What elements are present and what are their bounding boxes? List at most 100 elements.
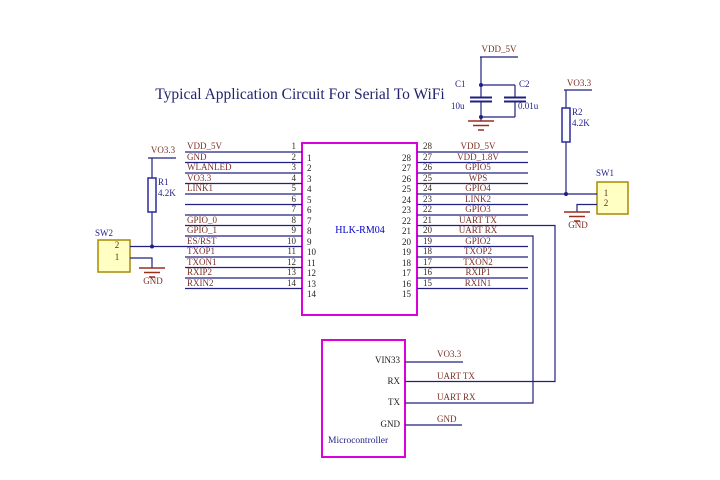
- pin-net-label: GPIO_0: [187, 214, 218, 225]
- pin-net-label: TXOP1: [187, 246, 216, 256]
- switch-sw2-box: [97, 239, 131, 273]
- junction-dots: [150, 83, 568, 249]
- module-pin-number: 11: [307, 257, 316, 268]
- micro-net-uart-rx: UART RX: [437, 392, 476, 402]
- module-pin-number: 5: [307, 194, 312, 205]
- sw2-ground-symbol: [139, 267, 165, 278]
- capacitor-c2-symbol: [504, 96, 526, 103]
- capacitor-c1-symbol: [470, 96, 492, 103]
- pin-number: 15: [423, 277, 432, 288]
- capacitor-c1-value: 10u: [451, 101, 465, 111]
- pin-net-label: RXIP1: [465, 267, 491, 277]
- left-pin-wires: [185, 151, 302, 290]
- pin-number: 23: [423, 193, 432, 204]
- module-pin-number: 12: [307, 268, 316, 278]
- pin-number: 2: [291, 151, 297, 162]
- schematic-title: Typical Application Circuit For Serial T…: [155, 86, 445, 103]
- sw1-pin-1: 1: [603, 187, 609, 198]
- pin-number: 13: [287, 267, 296, 277]
- pin-net-label: TXON1: [187, 256, 217, 267]
- pin-net-label: UART RX: [458, 225, 498, 235]
- pin-number: 28: [423, 141, 432, 151]
- sw2-pin-1: 1: [114, 251, 120, 262]
- pin-net-label: VDD_5V: [460, 141, 496, 151]
- module-pin-number: 27: [402, 163, 411, 173]
- uart-rx-net-wire: [405, 235, 534, 404]
- module-pin-number: 24: [402, 194, 411, 205]
- uart-tx-net-wire: [405, 224, 556, 383]
- module-pin-number: 18: [402, 257, 411, 268]
- module-pin-number: 20: [402, 236, 411, 247]
- pin-number: 24: [423, 183, 432, 193]
- pin-net-label: GND: [187, 151, 207, 162]
- sw1-pin-2: 2: [603, 198, 609, 208]
- vo33-net-label-left: VO3.3: [150, 145, 176, 155]
- pin-number: 4: [291, 172, 297, 183]
- switch-sw1-ref: SW1: [596, 168, 614, 178]
- module-pin-number: 10: [307, 247, 316, 257]
- pin-number: 26: [423, 162, 432, 172]
- module-pin-number: 28: [402, 152, 411, 163]
- switch-sw1-box: [596, 181, 629, 215]
- pin-number: 27: [423, 151, 432, 162]
- pin-number: 7: [291, 204, 297, 214]
- pin-net-label: LINK2: [465, 193, 491, 204]
- hlk-rm04-module-box: [301, 142, 418, 316]
- pin-number: 11: [287, 246, 296, 256]
- micro-net-uart-tx: UART TX: [437, 371, 475, 381]
- pin-net-label: GPIO4: [465, 183, 491, 193]
- pin-net-label: GPIO3: [465, 204, 491, 214]
- pin-net-label: TXOP2: [463, 246, 492, 256]
- resistor-r2-symbol: [561, 107, 571, 143]
- pin-number: 10: [287, 235, 296, 246]
- capacitor-c2-ref: C2: [519, 79, 530, 89]
- capacitor-c1-ref: C1: [455, 79, 466, 89]
- pin-number: 9: [291, 225, 297, 235]
- module-pin-number: 7: [307, 215, 312, 226]
- vdd-5v-net-label: VDD_5V: [481, 44, 517, 54]
- pin-net-label: UART TX: [459, 214, 497, 225]
- micro-pin-vin33: VIN33: [375, 355, 400, 365]
- pin-net-label: RXIN2: [187, 277, 214, 288]
- module-pin-number: 1: [307, 152, 312, 163]
- pin-number: 18: [423, 246, 432, 256]
- micro-net-gnd: GND: [437, 414, 457, 424]
- pin-net-label: GPIO5: [465, 162, 491, 172]
- module-pin-number: 21: [402, 226, 411, 236]
- module-pin-number: 23: [402, 205, 411, 215]
- pin-net-label: VDD_5V: [187, 141, 222, 151]
- vo33-net-label-right: VO3.3: [566, 78, 592, 88]
- sw2-gnd-label: GND: [143, 276, 163, 286]
- microcontroller-name: Microcontroller: [328, 436, 389, 446]
- pin-net-label: GPIO_1: [187, 225, 218, 235]
- resistor-r2-value: 4.2K: [572, 118, 590, 128]
- microcontroller-box: [321, 339, 406, 458]
- micro-pin-rx: RX: [387, 375, 400, 386]
- resistor-r1-symbol: [147, 177, 157, 213]
- module-pin-number: 14: [307, 289, 316, 299]
- module-pin-number: 9: [307, 236, 312, 247]
- pin-net-label: RXIP2: [187, 267, 213, 277]
- resistor-r1-ref: R1: [158, 177, 169, 187]
- pin-net-label: VDD_1.8V: [457, 151, 499, 162]
- micro-pin-gnd: GND: [380, 418, 401, 429]
- pin-number: 3: [291, 162, 297, 172]
- module-pin-number: 16: [402, 278, 411, 289]
- pin-number: 25: [423, 172, 432, 183]
- pin-number: 5: [291, 183, 297, 193]
- sw1-ground-symbol: [564, 211, 590, 222]
- pin-net-label: RXIN1: [464, 277, 492, 288]
- pin-net-label: TXON2: [463, 256, 493, 267]
- resistor-r1-value: 4.2K: [158, 188, 176, 198]
- micro-pin-tx: TX: [388, 396, 400, 407]
- pin-number: 12: [287, 256, 296, 267]
- pin-net-label: LINK1: [187, 183, 213, 193]
- module-pin-number: 19: [402, 247, 411, 257]
- power-rail-wires: [470, 56, 526, 118]
- pin-number: 8: [291, 214, 297, 225]
- capacitor-c2-value: 0.01u: [518, 101, 539, 111]
- module-pin-number: 25: [402, 184, 411, 194]
- module-pin-number: 17: [402, 268, 411, 278]
- module-pin-number: 3: [307, 173, 312, 184]
